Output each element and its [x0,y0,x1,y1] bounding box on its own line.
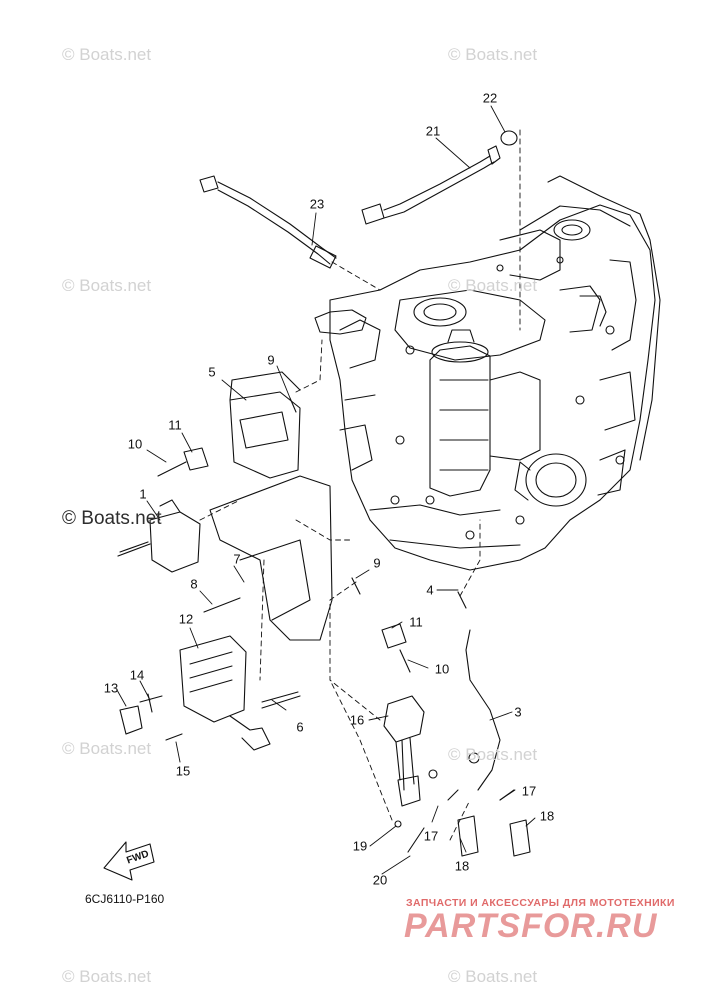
callout-17b: 17 [423,828,439,844]
part-23-sensor [199,175,337,269]
watermark: © Boats.net [448,967,538,986]
callout-11a: 11 [168,417,182,433]
callout-20: 20 [372,872,388,888]
part-12-component [179,635,271,751]
callout-22: 22 [482,90,498,106]
part-18-cap-a [457,815,479,857]
part-3-lead [465,629,501,791]
callout-19: 19 [352,838,368,854]
callout-6: 6 [296,719,304,735]
callout-23: 23 [309,196,325,212]
part-22-o-ring [500,130,518,146]
callout-4: 4 [426,582,434,598]
watermark: © Boats.net [448,276,538,295]
watermark: © Boats.net [62,45,152,64]
callout-12: 12 [178,611,194,627]
callout-3: 3 [514,704,522,720]
callout-21: 21 [425,123,441,139]
callout-11b: 11 [409,614,423,630]
callout-15: 15 [175,763,191,779]
callout-8: 8 [190,576,198,592]
part-13-cap [119,705,143,735]
watermark: © Boats.net [62,967,152,986]
part-21-sensor [361,145,501,225]
fwd-arrow [103,841,155,881]
callout-5: 5 [208,364,216,380]
part-18-cap-b [509,819,531,857]
part-11-bushing-a [183,447,209,471]
callout-7: 7 [233,551,241,567]
part-14-bolt [139,693,163,713]
callout-18a: 18 [539,808,555,824]
callout-14: 14 [129,667,145,683]
callout-10a: 10 [127,436,143,452]
reference-lines [199,129,521,841]
callout-13: 13 [103,680,119,696]
brand-tagline: ЗАПЧАСТИ И АКСЕССУАРЫ ДЛЯ МОТОТЕХНИКИ [406,897,675,909]
part-5-cover [229,371,301,479]
callout-10b: 10 [434,661,450,677]
engine-block [314,175,661,571]
watermark: © Boats.net [448,45,538,64]
watermark: © Boats.net [62,276,152,295]
part-11-bushing-b [381,623,407,649]
bolts [117,397,515,853]
callout-9b: 9 [373,555,381,571]
part-16-connector [383,695,425,807]
watermark: © Boats.net [448,745,538,764]
watermark: © Boats.net [62,739,152,758]
callout-9a: 9 [267,352,275,368]
callout-18b: 18 [454,858,470,874]
callout-16: 16 [349,712,365,728]
diagram-code: 6CJ6110-P160 [85,892,165,906]
part-3-terminal [468,752,480,764]
part-1-module [119,499,201,573]
watermark-dark: © Boats.net [62,508,162,529]
callout-1: 1 [139,486,147,502]
brand-logo: PARTSFOR.RU [404,907,658,945]
leader-lines [116,105,536,875]
callout-17a: 17 [521,783,537,799]
part-6-bracket [209,475,333,709]
